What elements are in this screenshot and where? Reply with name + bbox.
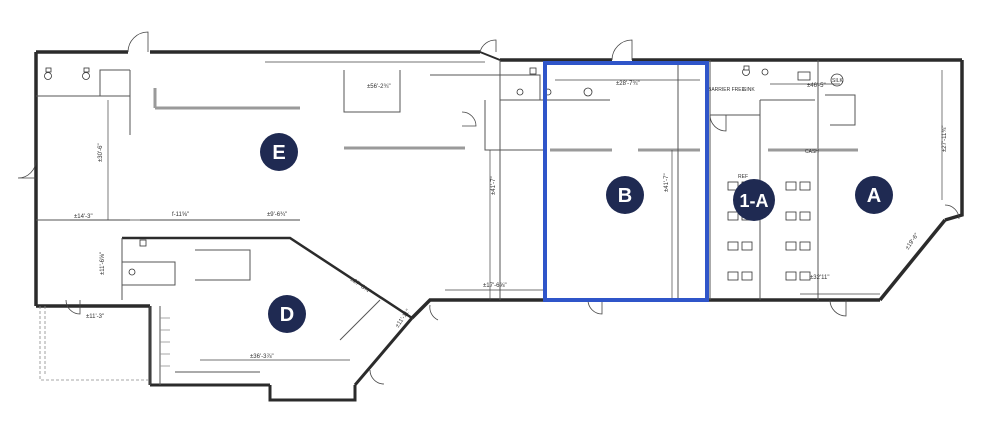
- note-sink: SINK: [743, 87, 755, 93]
- dim-28-7: ±28'-7¾": [616, 81, 640, 87]
- dim-27-8: ±27'-8¼": [349, 277, 372, 295]
- unit-label-a-text: A: [867, 185, 881, 207]
- note-barrier-free: BARRIER FREE: [708, 87, 746, 93]
- dim-41-7-left: ±41'-7": [491, 176, 497, 195]
- dim-41-7-right: ±41'-7": [664, 173, 670, 192]
- dim-56-2: ±56'-2¾": [367, 84, 391, 90]
- unit-label-a[interactable]: A: [855, 176, 893, 214]
- unit-label-d[interactable]: D: [268, 295, 306, 333]
- dim-19-6: ±19'-6": [905, 232, 921, 251]
- dim-27-11: ±27'-11¾": [942, 126, 948, 152]
- unit-b-interior: [500, 62, 700, 298]
- dim-46-5: ±46'-5": [807, 83, 826, 89]
- exterior-outline-dashed: [39, 306, 150, 381]
- unit-label-b-text: B: [618, 185, 632, 207]
- fixture-notes: BARRIER FREE SINK SILK CASH REF: [708, 78, 844, 180]
- dim-f-11: f-11⅝": [172, 212, 189, 218]
- dim-30-6: ±30'-6": [98, 143, 104, 162]
- unit-b-highlight[interactable]: [543, 61, 709, 302]
- note-ref: REF: [738, 174, 748, 180]
- restroom-fixtures: [44, 65, 844, 276]
- unit-label-b[interactable]: B: [606, 176, 644, 214]
- dimension-lines: [70, 61, 943, 361]
- unit-e-interior: [36, 60, 545, 300]
- unit-label-e-text: E: [272, 142, 285, 164]
- unit-a-interior: [709, 60, 858, 300]
- dim-11-3: ±11'-3": [86, 314, 104, 320]
- unit-label-d-text: D: [280, 304, 294, 326]
- dim-17-6: ±17'-6⅝": [483, 283, 507, 289]
- note-silk: SILK: [832, 78, 844, 84]
- note-cash: CASH: [805, 149, 819, 155]
- unit-label-e[interactable]: E: [260, 133, 298, 171]
- unit-d-interior: [121, 236, 413, 385]
- dim-14-3: ±14'-3": [74, 214, 93, 220]
- unit-label-1a[interactable]: 1-A: [733, 179, 775, 221]
- unit-label-1a-text: 1-A: [739, 191, 768, 211]
- dim-32-11: ±32'11": [810, 275, 829, 281]
- dim-9-6: ±9'-6¾": [267, 212, 287, 218]
- exterior-walls: [34, 50, 964, 402]
- dim-36-3: ±36'-3⅞": [250, 354, 274, 360]
- dim-11-6: ±11'-6⅝": [100, 252, 106, 275]
- doors: [17, 31, 960, 385]
